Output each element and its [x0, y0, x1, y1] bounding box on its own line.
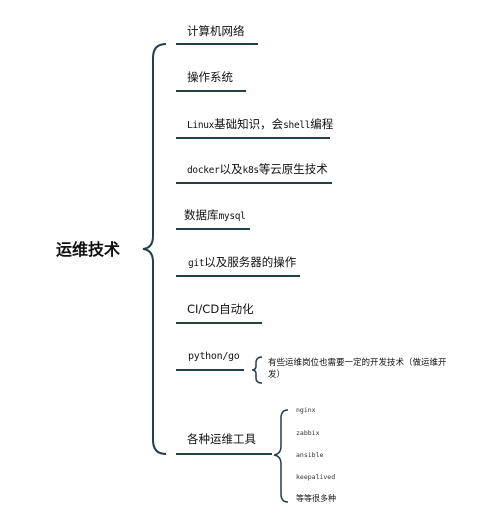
label-part: k8s: [242, 165, 260, 176]
label-part: mysql: [218, 211, 246, 222]
note-brace: [251, 356, 263, 384]
root-topic: 运维技术: [56, 240, 121, 259]
tool-many-more: 等等很多种: [296, 494, 336, 503]
label-part: 以及: [219, 162, 243, 176]
label-part: 基础知识，会: [214, 117, 284, 131]
branch-git: git以及服务器的操作: [188, 255, 297, 269]
label-part: docker: [187, 165, 220, 176]
tools-brace: [273, 409, 289, 503]
label-part: shell: [283, 120, 311, 131]
python-go-note: 有些运维岗位也需要一定的开发技术（做运维开发）: [268, 358, 447, 380]
tool-nginx: nginx: [296, 406, 316, 414]
branch-docker: docker以及k8s等云原生技术: [187, 162, 328, 176]
label-part: 数据库: [184, 208, 219, 222]
label-part: 编程: [310, 117, 334, 131]
branch-tools: 各种运维工具: [187, 432, 256, 446]
branch-os: 操作系统: [187, 70, 233, 84]
branch-python-go: python/go: [188, 351, 240, 362]
label-part: 以及服务器的操作: [204, 255, 297, 269]
branch-database: 数据库mysql: [184, 208, 246, 222]
tool-ansible: ansible: [296, 451, 324, 459]
label-part: Linux: [187, 120, 215, 131]
branch-cicd: CI/CD自动化: [187, 302, 254, 316]
main-brace: [142, 43, 167, 455]
tool-keepalived: keepalived: [296, 473, 336, 481]
branch-linux: Linux基础知识，会shell编程: [187, 117, 334, 131]
label-part: 等云原生技术: [258, 162, 328, 176]
label-part: git: [188, 258, 205, 269]
branch-network: 计算机网络: [187, 24, 245, 38]
tool-zabbix: zabbix: [296, 429, 320, 437]
